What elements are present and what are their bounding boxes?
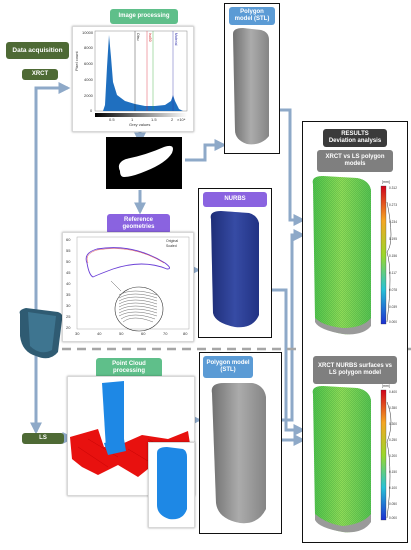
image-processing-label: Image processing [110, 9, 178, 24]
ref-xtick: 70 [163, 331, 168, 336]
ref-ytick: 60 [66, 237, 71, 242]
colorbar-2-tick: 0.050 [389, 502, 397, 506]
hist-marker-label: Iso50 [148, 33, 152, 42]
hist-xtick: 1 [131, 117, 134, 122]
hist-ylabel: Pixel count [74, 51, 79, 71]
stl-mesh-bottom [211, 383, 266, 524]
ref-xtick: 30 [75, 331, 80, 336]
hist-marker-label: Otsu [136, 33, 140, 41]
colorbar-2-unit: [mm] [382, 384, 390, 388]
ref-xtick: 50 [119, 331, 124, 336]
binary-slice-image [106, 137, 182, 189]
colorbar-1-tick: 0.117 [389, 271, 397, 275]
hist-ytick: 6000 [84, 61, 93, 66]
ls-label: LS [22, 433, 64, 444]
hist-marker-label: Material [174, 33, 178, 46]
colorbar-2-tick: 0.000 [389, 516, 397, 520]
deviation-map-1 [312, 176, 392, 533]
colorbar-2-tick: 0.400 [389, 390, 397, 394]
ref-xtick: 80 [183, 331, 188, 336]
point-cloud-render [70, 381, 192, 477]
hist-ytick: 4000 [84, 77, 93, 82]
hist-xtick: 2 [171, 117, 174, 122]
colorbar-2-tick: 0.250 [389, 438, 397, 442]
results-title: RESULTS Deviation analysis [323, 129, 387, 147]
arrow-nurbs-to-results [270, 288, 306, 436]
colorbar-1-tick: 0.078 [389, 288, 397, 292]
ref-ytick: 50 [66, 259, 71, 264]
colorbar-1-tick: 0.234 [389, 220, 397, 224]
colorbar-1-tick: 0.312 [389, 186, 397, 190]
ref-ytick: 45 [66, 270, 71, 275]
ref-ytick: 25 [66, 314, 71, 319]
polygon-model-top-frame: Polygon model (STL) [224, 3, 280, 154]
colorbar-1-tick: 0.039 [389, 305, 397, 309]
point-cloud-clean-render [157, 447, 187, 520]
histogram-chart [94, 30, 188, 117]
hist-exp: ×10⁴ [177, 117, 186, 122]
colorbar-2-tick: 0.300 [389, 422, 397, 426]
colorbar-2-tick: 0.350 [389, 406, 397, 410]
colorbar-1-tick: 0.195 [389, 237, 397, 241]
ref-ytick: 30 [66, 303, 71, 308]
hist-ytick: 0 [90, 108, 93, 113]
colorbar-2-tick: 0.150 [389, 470, 397, 474]
ref-xtick: 40 [97, 331, 102, 336]
colorbar-1-unit: [mm] [382, 180, 390, 184]
stl-mesh-top [233, 28, 269, 145]
colorbar-1-tick: 0.000 [389, 320, 397, 324]
arrow-polygon-to-results [278, 108, 306, 226]
point-cloud-clean-panel [148, 442, 195, 528]
xrct-nurbs-vs-ls-label: XRCT NURBS surfaces vs LS polygon model [313, 356, 397, 384]
ref-ytick: 40 [66, 281, 71, 286]
hist-xtick: 0.5 [109, 117, 115, 122]
reference-geometries-panel: Original Scaled 60 55 50 45 40 35 30 25 … [62, 232, 194, 342]
ref-xtick: 60 [141, 331, 146, 336]
results-subtitle-text: Deviation analysis [328, 138, 382, 144]
ref-legend-original: Original [166, 239, 179, 243]
results-title-text: RESULTS [341, 131, 369, 137]
nurbs-label: NURBS [203, 192, 267, 207]
polygon-model-bottom-label: Polygon model (STL) [203, 356, 253, 378]
arrow-binary-to-polygon [185, 139, 227, 162]
reference-geometries-label: Reference geometries [107, 214, 170, 234]
polygon-model-bottom-frame: Polygon model (STL) [199, 352, 282, 534]
data-acquisition-label: Data acquisition [6, 42, 69, 59]
ref-ytick: 35 [66, 292, 71, 297]
ref-ytick: 20 [66, 325, 71, 330]
results-frame: RESULTS Deviation analysis XRCT vs LS po… [302, 121, 408, 543]
polygon-model-top-label: Polygon model (STL) [229, 7, 275, 25]
colorbar-2-tick: 0.200 [389, 454, 397, 458]
colorbar-1-tick: 0.273 [389, 203, 397, 207]
hist-xtick: 1.5 [151, 117, 157, 122]
nurbs-surface [210, 211, 259, 328]
nurbs-frame: NURBS [198, 188, 272, 338]
hist-ytick: 10000 [82, 30, 94, 35]
hist-ytick: 8000 [84, 45, 93, 50]
arrow-blade-to-xrct [34, 82, 71, 310]
histogram-panel: Pixel count Grey values ×10⁴ 10000 8000 … [72, 26, 194, 132]
point-cloud-processing-label: Point Cloud processing [96, 358, 162, 378]
xrct-label: XRCT [22, 69, 58, 80]
ref-legend-scaled: Scaled [166, 244, 177, 248]
hist-ytick: 2000 [84, 93, 93, 98]
arrow-lspolygon-to-results-top [280, 229, 306, 422]
reference-plot [76, 236, 190, 332]
hist-xlabel: Grey values [129, 122, 151, 127]
colorbar-2-tick: 0.100 [389, 486, 397, 490]
colorbar-1-tick: 0.156 [389, 254, 397, 258]
xrct-vs-ls-label: XRCT vs LS polygon models [317, 150, 393, 172]
ref-ytick: 55 [66, 248, 71, 253]
